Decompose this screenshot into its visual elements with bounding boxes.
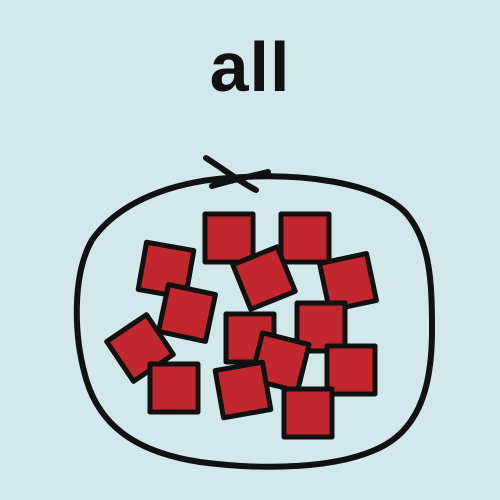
red-square-icon <box>212 359 274 421</box>
red-square-icon <box>230 244 298 312</box>
bag-knot-cross-icon <box>209 169 271 189</box>
red-square-icon <box>324 343 378 397</box>
squares-group <box>104 211 379 440</box>
red-square-icon <box>278 211 332 265</box>
red-square-icon <box>156 282 218 344</box>
red-square-icon <box>147 361 201 415</box>
red-square-icon <box>135 239 197 301</box>
red-square-icon <box>317 251 379 313</box>
pictogram-word: all <box>209 28 291 106</box>
bag-outline-icon <box>73 173 436 470</box>
bag-knot-icon <box>203 155 259 193</box>
red-square-icon <box>202 211 256 265</box>
red-square-icon <box>281 386 335 440</box>
